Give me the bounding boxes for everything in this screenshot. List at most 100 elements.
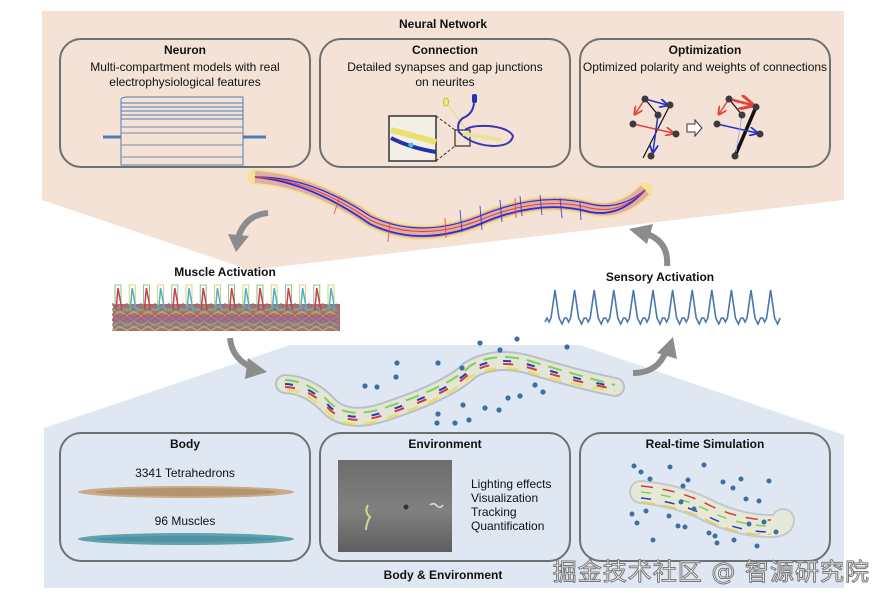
membrane-potential-traces <box>103 96 266 166</box>
graph-node <box>672 130 680 138</box>
simulation-particle <box>680 483 686 489</box>
simulation-particle <box>678 499 684 505</box>
arrow-from-sensory-icon <box>629 224 671 267</box>
sensory-activation-trace <box>544 289 781 326</box>
activation-pulse-box <box>285 284 292 306</box>
environment-particle <box>459 365 465 371</box>
activation-pulse-box <box>256 284 264 306</box>
simulation-particle <box>730 485 736 491</box>
simulation-particle <box>754 543 760 549</box>
neural-worm-model <box>247 169 653 243</box>
environment-particle <box>514 336 520 342</box>
activation-pulse-box <box>199 284 207 306</box>
simulation-particle <box>691 506 697 512</box>
environment-particle <box>477 340 483 346</box>
body-environment-title: Body & Environment <box>383 568 503 582</box>
body-worm-environment <box>275 336 625 427</box>
environment-particle <box>540 389 546 395</box>
watermark-text: 掘金技术社区 @ 智源研究院 <box>552 558 870 587</box>
graph-node <box>629 120 637 128</box>
environment-particle <box>532 382 538 388</box>
activation-peak <box>115 287 123 311</box>
arrow-body-to-sensory-icon <box>632 337 677 376</box>
activation-peak <box>243 287 251 311</box>
activation-peak <box>228 287 237 311</box>
body-panel: Body 3341 Tetrahedrons 96 Muscles <box>59 432 311 562</box>
simulation-particle <box>743 496 749 502</box>
graph-node <box>738 111 746 119</box>
transform-arrow-icon <box>686 118 703 138</box>
connection-title: Connection <box>412 43 478 57</box>
environment-render-image <box>338 460 452 552</box>
graph-node <box>654 111 662 119</box>
realtime-simulation-panel: Real-time Simulation <box>579 432 831 562</box>
simulation-particle <box>682 524 688 530</box>
environment-particle <box>517 393 523 399</box>
heatmap-band <box>112 310 338 317</box>
realtime-simulation-view <box>629 462 795 549</box>
realtime-simulation-title: Real-time Simulation <box>645 437 765 451</box>
optimization-description: Optimized polarity and weights of connec… <box>581 60 829 75</box>
simulation-particle <box>766 478 772 484</box>
neuron-description: Multi-compartment models with real elect… <box>61 60 309 90</box>
activation-pulse-box <box>313 284 321 306</box>
neuron-desc-line: electrophysiological features <box>109 75 261 89</box>
neuron-title: Neuron <box>164 43 206 57</box>
activation-peak <box>328 287 336 311</box>
arrow-muscle-to-body-icon <box>227 337 267 379</box>
simulation-particle <box>773 529 779 535</box>
neuron-desc-line: Multi-compartment models with real <box>90 60 280 74</box>
simulation-particle <box>666 513 672 519</box>
graph-node <box>731 152 739 160</box>
simulation-particle <box>714 540 720 546</box>
activation-peak <box>299 287 308 311</box>
graph-node <box>752 103 760 111</box>
activation-pulse-box <box>228 284 235 306</box>
graph-node <box>756 130 764 138</box>
activation-peak <box>271 287 279 311</box>
connection-panel: Connection Detailed synapses and gap jun… <box>319 38 571 168</box>
connection-desc-line: Detailed synapses and gap junctions <box>347 60 543 74</box>
environment-particle <box>564 344 570 350</box>
neural-network-region <box>42 11 844 270</box>
activation-peak <box>257 287 265 311</box>
simulation-particle <box>712 533 718 539</box>
environment-particle <box>497 347 503 353</box>
activation-peak <box>143 287 152 311</box>
environment-particle <box>496 407 502 413</box>
graph-node <box>725 95 733 103</box>
heatmap-band <box>112 317 338 324</box>
environment-title: Environment <box>408 437 482 451</box>
environment-particle <box>452 420 458 426</box>
feature-item: Visualization <box>471 491 539 505</box>
optimization-desc-line: Optimized polarity and weights of connec… <box>582 60 828 74</box>
simulation-particle <box>706 530 712 536</box>
network-graph-before-after <box>629 90 764 160</box>
environment-particle <box>374 384 380 390</box>
environment-particle <box>435 411 441 417</box>
heatmap-band <box>112 325 338 332</box>
heatmap-band <box>112 320 338 327</box>
activation-peak <box>157 287 166 311</box>
environment-particle <box>393 374 399 380</box>
activation-pulse-box <box>128 284 136 306</box>
activation-pulse-box <box>299 284 306 306</box>
environment-particle <box>435 360 441 366</box>
graph-node <box>666 101 674 109</box>
graph-before <box>629 95 680 160</box>
simulation-particle <box>720 479 726 485</box>
heatmap-band <box>112 312 338 319</box>
activation-pulse-box <box>171 284 179 306</box>
sensory-trace-line <box>544 289 781 326</box>
graph-after <box>713 95 764 160</box>
environment-particle <box>466 417 472 423</box>
heatmap-band <box>112 322 338 329</box>
simulation-particle <box>701 462 707 468</box>
activation-peak <box>314 287 322 311</box>
simulation-particle <box>675 523 681 529</box>
environment-features-list: Lighting effects Visualization Tracking … <box>471 477 552 533</box>
heatmap-band <box>112 315 338 322</box>
simulation-particle <box>685 477 691 483</box>
tetrahedrons-label: 3341 Tetrahedrons <box>135 466 235 480</box>
arrow-to-muscle-icon <box>228 210 269 252</box>
